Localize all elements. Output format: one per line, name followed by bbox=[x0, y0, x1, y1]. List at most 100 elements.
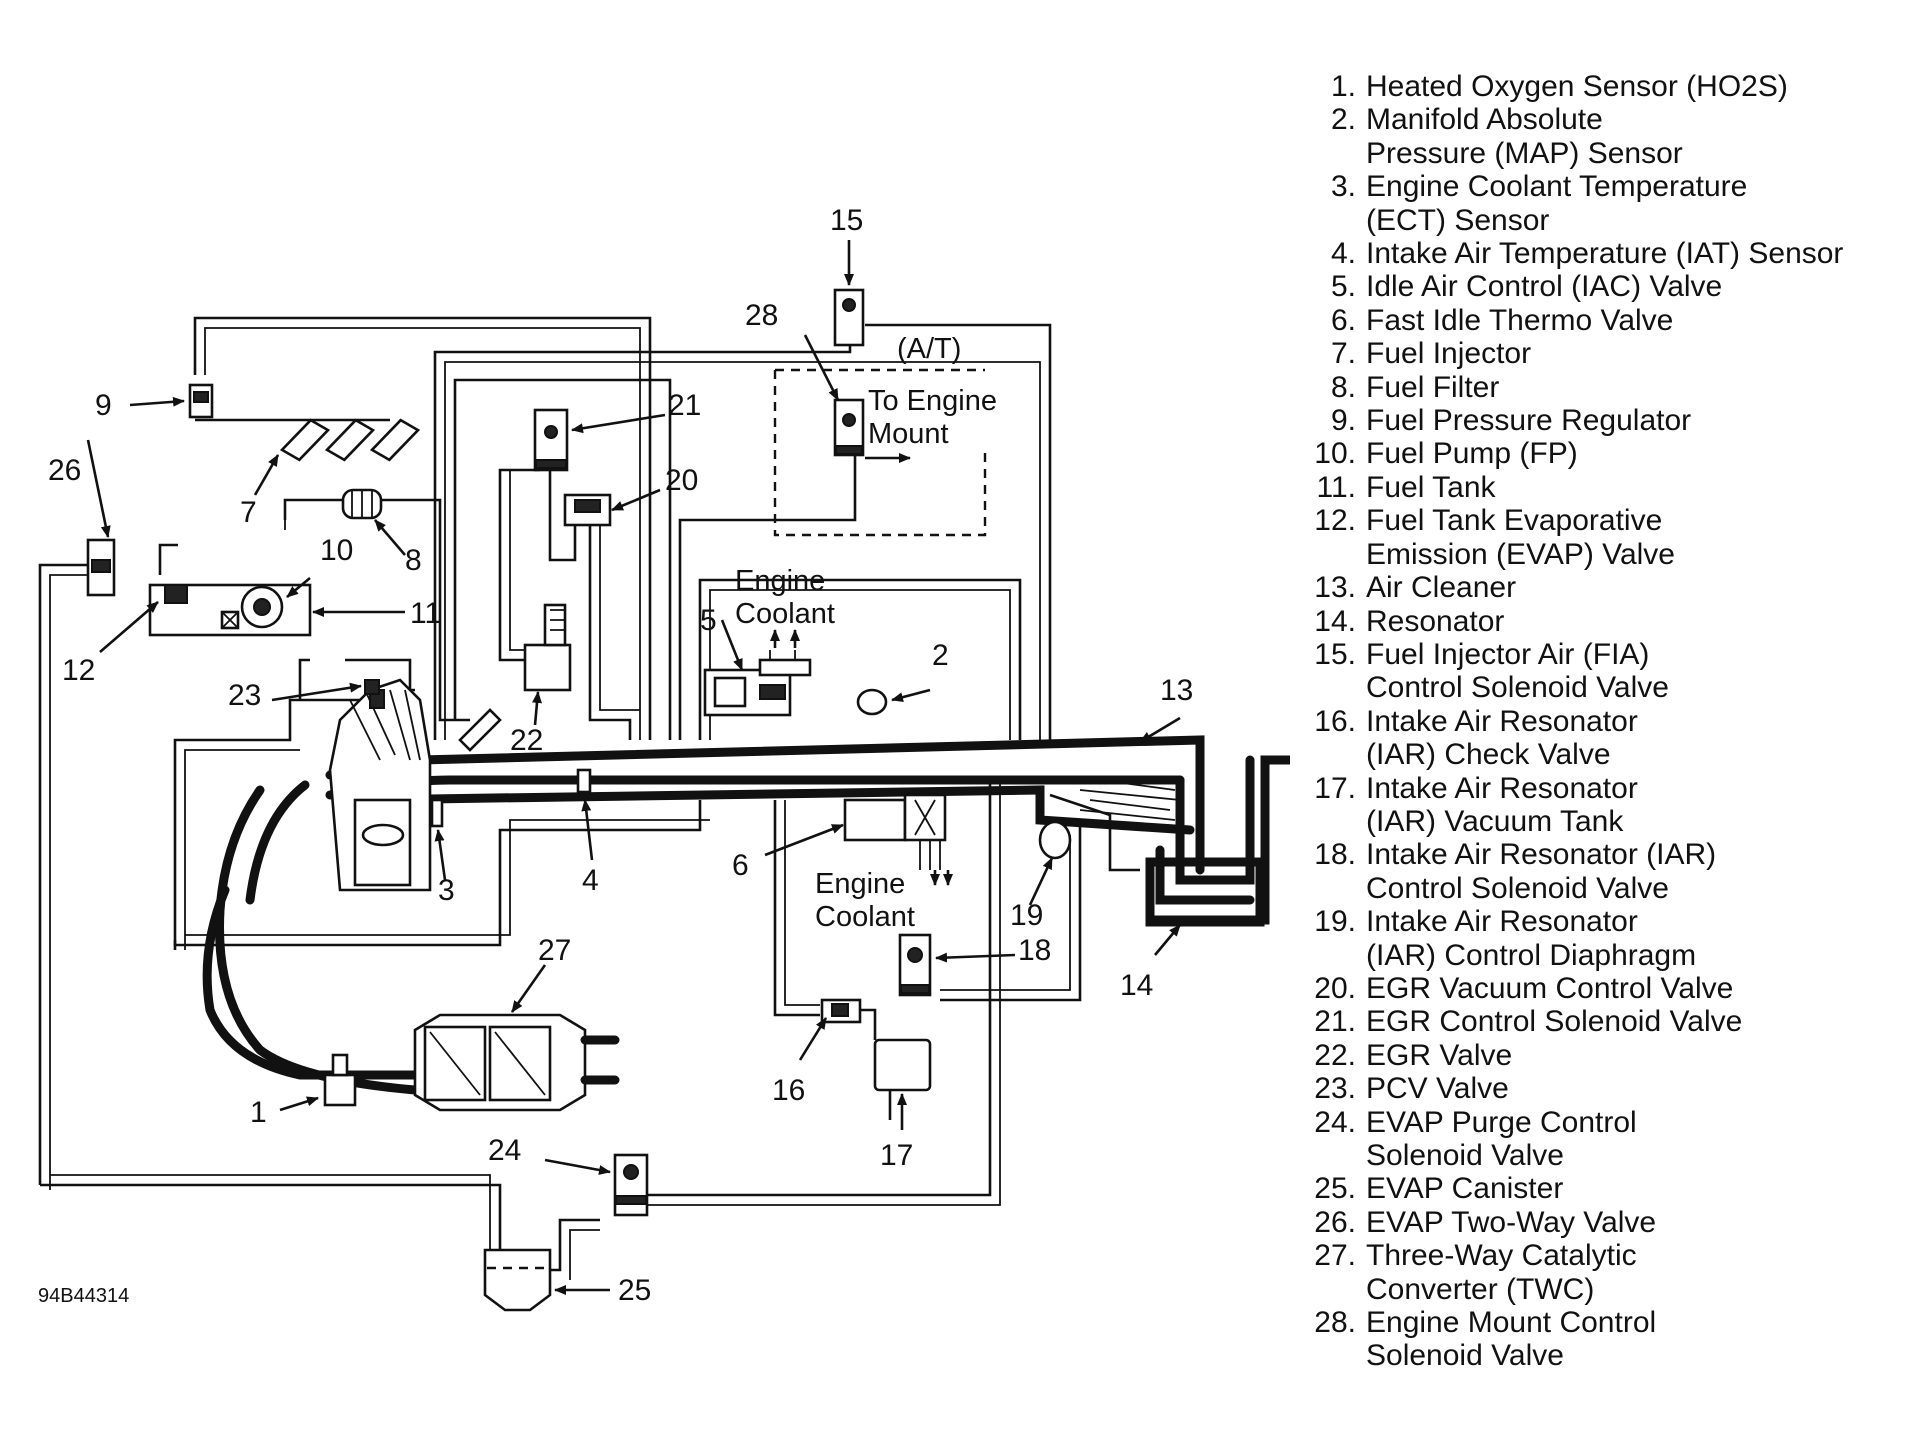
legend-item: 7. Fuel Injector bbox=[1300, 337, 1900, 370]
ect-sensor bbox=[430, 798, 444, 828]
at-label: (A/T) bbox=[897, 333, 961, 365]
callout-13: 13 bbox=[1160, 674, 1193, 707]
callout-12: 12 bbox=[62, 654, 95, 687]
callout-26: 26 bbox=[48, 454, 81, 487]
legend-item: 17.Intake Air Resonator (IAR) Vacuum Tan… bbox=[1300, 772, 1900, 839]
callout-10: 10 bbox=[320, 534, 353, 567]
component-legend: 1.Heated Oxygen Sensor (HO2S)2.Manifold … bbox=[1300, 70, 1900, 1373]
callout-18: 18 bbox=[1018, 934, 1051, 967]
engine-mount-label-line2: Mount bbox=[868, 418, 949, 450]
legend-text: Fuel Pump (FP) bbox=[1366, 437, 1578, 471]
callout-7: 7 bbox=[240, 496, 257, 529]
callout-28: 28 bbox=[745, 299, 778, 332]
legend-number: 28. bbox=[1314, 1306, 1356, 1340]
legend-text: EVAP Purge Control Solenoid Valve bbox=[1366, 1105, 1637, 1172]
legend-item: 9. Fuel Pressure Regulator bbox=[1300, 404, 1900, 437]
legend-text: PCV Valve bbox=[1366, 1072, 1509, 1106]
coolant-top-label-line1: Engine bbox=[735, 565, 825, 597]
engine-block bbox=[328, 678, 502, 892]
callout-14: 14 bbox=[1120, 969, 1153, 1002]
diagram-labels: (A/T) To Engine Mount Engine Coolant Eng… bbox=[38, 333, 997, 1307]
legend-text: Fuel Pressure Regulator bbox=[1366, 404, 1692, 438]
legend-number: 25. bbox=[1314, 1172, 1356, 1206]
callout-23: 23 bbox=[228, 679, 261, 712]
legend-item: 18.Intake Air Resonator (IAR) Control So… bbox=[1300, 838, 1900, 905]
callout-2: 2 bbox=[932, 639, 949, 672]
legend-item: 27. Three-Way Catalytic Converter (TWC) bbox=[1300, 1239, 1900, 1306]
legend-text: Three-Way Catalytic Converter (TWC) bbox=[1366, 1239, 1637, 1306]
legend-number: 1. bbox=[1330, 70, 1356, 103]
coolant-bottom-label-line1: Engine bbox=[815, 868, 905, 900]
legend-item: 23. PCV Valve bbox=[1300, 1072, 1900, 1105]
legend-text: EVAP Two-Way Valve bbox=[1366, 1205, 1657, 1239]
callout-9: 9 bbox=[95, 389, 112, 422]
engine-mount-label-line1: To Engine bbox=[868, 385, 997, 417]
legend-item: 26. EVAP Two-Way Valve bbox=[1300, 1206, 1900, 1239]
callout-numbers: 1 2 3 4 5 6 7 8 9 10 11 12 13 14 15 16 1… bbox=[48, 204, 1193, 1307]
legend-text: Fuel Injector Air (FIA) Control Solenoid… bbox=[1366, 637, 1669, 705]
callout-25: 25 bbox=[618, 1274, 651, 1307]
legend-text: Air Cleaner bbox=[1366, 571, 1517, 605]
legend-number: 23. bbox=[1314, 1072, 1356, 1106]
legend-number: 15. bbox=[1314, 637, 1356, 671]
at-region-outline bbox=[773, 368, 987, 537]
iar-diaphragm bbox=[1038, 820, 1072, 860]
legend-number: 8. bbox=[1330, 370, 1356, 404]
callout-21: 21 bbox=[668, 389, 701, 422]
legend-item: 28.Engine Mount Control Solenoid Valve bbox=[1300, 1306, 1900, 1373]
legend-text: EGR Valve bbox=[1366, 1038, 1513, 1072]
legend-number: 21. bbox=[1314, 1005, 1356, 1039]
callout-27: 27 bbox=[538, 934, 571, 967]
legend-number: 26. bbox=[1314, 1205, 1356, 1239]
legend-text: Fuel Injector bbox=[1366, 337, 1532, 371]
legend-number: 24. bbox=[1314, 1105, 1356, 1139]
legend-text: Fuel Tank Evaporative Emission (EVAP) Va… bbox=[1366, 504, 1675, 571]
legend-item: 5.Idle Air Control (IAC) Valve bbox=[1300, 270, 1900, 303]
legend-text: Resonator bbox=[1366, 604, 1505, 638]
legend-item: 12. Fuel Tank Evaporative Emission (EVAP)… bbox=[1300, 504, 1900, 571]
fuel-tank-evap-valve bbox=[164, 584, 188, 604]
legend-item: 16.Intake Air Resonator (IAR) Check Valv… bbox=[1300, 705, 1900, 772]
intake-air-duct bbox=[325, 735, 1290, 927]
callout-3: 3 bbox=[438, 874, 455, 907]
legend-item: 25. EVAP Canister bbox=[1300, 1172, 1900, 1205]
fast-idle-thermo-valve bbox=[843, 798, 907, 842]
legend-number: 12. bbox=[1314, 504, 1356, 538]
legend-item: 22.EGR Valve bbox=[1300, 1039, 1900, 1072]
legend-text: EVAP Canister bbox=[1366, 1172, 1564, 1206]
legend-text: Engine Coolant Temperature (ECT) Sensor bbox=[1366, 170, 1748, 237]
oxygen-sensor bbox=[323, 1073, 357, 1107]
legend-item: 2.Manifold Absolute Pressure (MAP) Senso… bbox=[1300, 103, 1900, 170]
legend-text: Manifold Absolute Pressure (MAP) Sensor bbox=[1366, 103, 1683, 170]
callout-16: 16 bbox=[772, 1074, 805, 1107]
legend-number: 18. bbox=[1314, 838, 1356, 872]
legend-item: 24. EVAP Purge Control Solenoid Valve bbox=[1300, 1106, 1900, 1173]
legend-number: 13. bbox=[1314, 571, 1356, 605]
legend-text: Intake Air Resonator (IAR) Check Valve bbox=[1366, 704, 1638, 772]
legend-number: 7. bbox=[1330, 337, 1356, 371]
pcv-valve bbox=[364, 679, 380, 695]
vacuum-hose-diagram: 1 2 3 4 5 6 7 8 9 10 11 12 13 14 15 16 1… bbox=[38, 204, 1290, 1312]
legend-item: 8.Fuel Filter bbox=[1300, 371, 1900, 404]
legend-number: 10. bbox=[1314, 437, 1356, 471]
callout-24: 24 bbox=[488, 1134, 521, 1167]
legend-text: EGR Vacuum Control Valve bbox=[1366, 971, 1734, 1005]
coolant-top-label-line2: Coolant bbox=[735, 598, 835, 630]
legend-number: 27. bbox=[1314, 1239, 1356, 1273]
legend-number: 17. bbox=[1314, 771, 1356, 805]
fuel-injectors bbox=[279, 418, 421, 462]
egr-valve bbox=[523, 643, 572, 692]
legend-item: 14.Resonator bbox=[1300, 605, 1900, 638]
coolant-bottom-label-line2: Coolant bbox=[815, 901, 915, 933]
legend-number: 11. bbox=[1316, 470, 1356, 504]
legend-text: EGR Control Solenoid Valve bbox=[1366, 1005, 1743, 1039]
callout-1: 1 bbox=[250, 1096, 267, 1129]
legend-number: 5. bbox=[1330, 270, 1356, 304]
iar-vacuum-tank bbox=[873, 1038, 932, 1092]
legend-text: Intake Air Resonator (IAR) Control Diaph… bbox=[1366, 905, 1697, 972]
callout-6: 6 bbox=[732, 849, 749, 882]
components bbox=[86, 288, 1072, 1312]
legend-item: 15. Fuel Injector Air (FIA) Control Solen… bbox=[1300, 638, 1900, 705]
legend-number: 9. bbox=[1330, 404, 1356, 438]
legend-text: Fast Idle Thermo Valve bbox=[1366, 303, 1674, 337]
